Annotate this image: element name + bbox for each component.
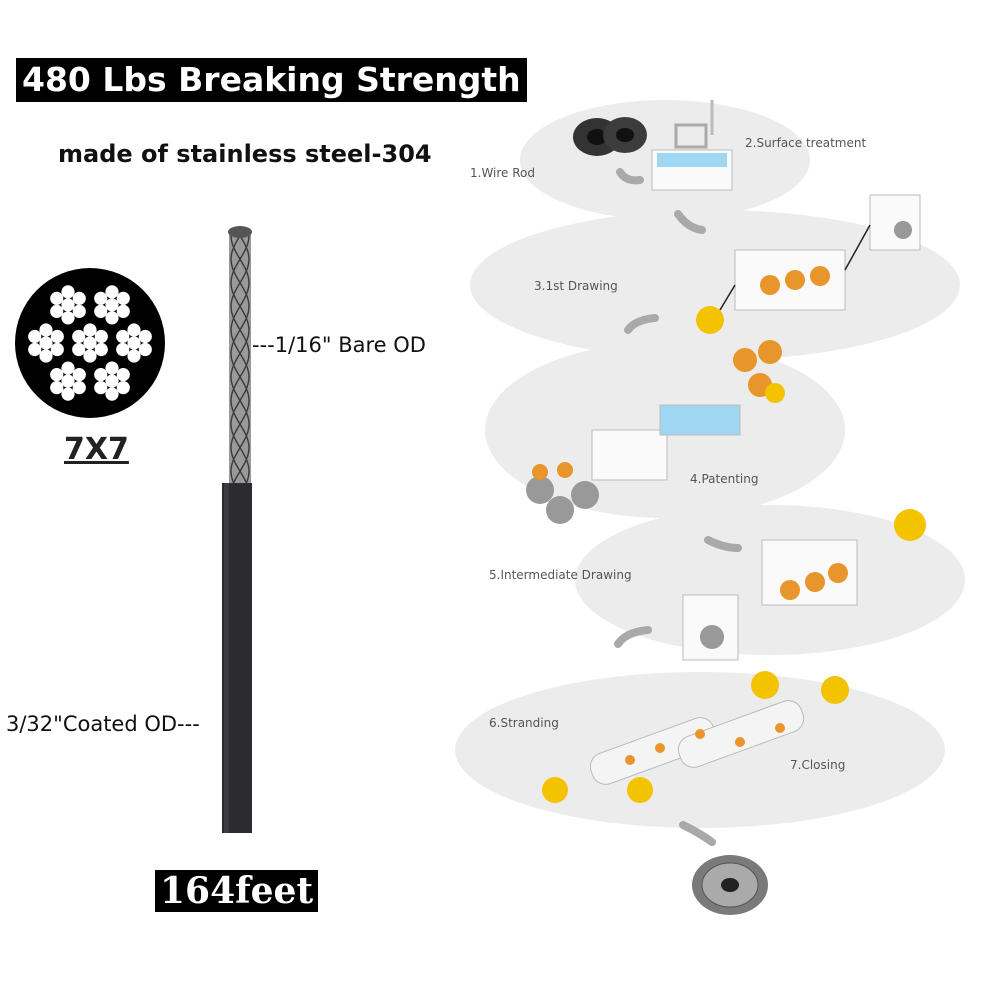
process-step-label: 1.Wire Rod [470,166,536,180]
wire-strand [61,311,75,325]
patenting-furnace-icon [526,340,785,524]
wire-strand [61,361,75,375]
flow-arrow-5 [614,626,652,648]
rope-strand-line [230,231,250,485]
process-step-label: 3.1st Drawing [534,279,618,293]
stage-bg-2 [470,210,960,360]
wire-strand [94,329,108,344]
rope-strand-line [230,231,250,485]
wire-strand [116,329,130,344]
stranding-closing-machine-icon [542,671,849,803]
cross-section-label: 7X7 [64,432,129,467]
wire-strand [116,342,130,357]
wire-strand [28,342,42,357]
breaking-strength-title: 480 Lbs Breaking Strength [16,58,527,102]
wire-strand [72,368,86,382]
wire-strand [94,381,108,395]
wire-strand [61,298,75,312]
bare-od-label: ---1/16" Bare OD [252,333,426,357]
wire-strand [94,342,108,357]
flow-arrow-4 [704,536,742,552]
first-drawing-machine-icon [696,194,921,334]
wire-strand [28,329,42,344]
wire-strand [116,381,130,395]
wire-strand [116,368,130,382]
wire-strand [105,285,119,299]
wire-strand [50,368,64,382]
wire-strand [105,374,119,388]
material-subtitle: made of stainless steel-304 [58,140,432,168]
wire-strand [105,361,119,375]
wire-strand [127,336,141,350]
process-step-label: 2.Surface treatment [745,136,867,150]
wire-strand [94,304,108,318]
wire-rod-coils-icon [573,117,647,156]
coated-cable-icon [222,483,252,833]
wire-strand [50,304,64,318]
process-step-label: 5.Intermediate Drawing [489,568,632,582]
surface-treatment-tank-icon [651,100,733,191]
wire-strand [39,323,53,337]
wire-strand [105,387,119,401]
wire-strand [61,285,75,299]
wire-strand [72,291,86,305]
wire-strand [50,329,64,344]
bare-wire-rope-icon [228,226,252,485]
process-step-label: 7.Closing [790,758,846,772]
wire-strand [94,368,108,382]
flow-arrow-1 [616,168,644,185]
flow-arrow-3 [624,314,659,334]
wire-strand [116,291,130,305]
wire-strand [50,381,64,395]
rope-strand-line [230,231,250,485]
wire-strand [39,336,53,350]
wire-strand [72,342,86,357]
cable-length-label: 164feet [155,870,319,912]
wire-strand [61,387,75,401]
wire-strand [72,381,86,395]
wire-strand [105,311,119,325]
wire-strand [72,329,86,344]
wire-strand [127,323,141,337]
wire-strand [50,291,64,305]
wire-strand [94,291,108,305]
wire-strand [138,342,152,357]
wire-strand [50,342,64,357]
wire-strand [105,298,119,312]
finished-cable-spool-icon [692,855,768,915]
coated-od-label: 3/32"Coated OD--- [6,712,200,736]
flow-arrows [614,168,742,846]
wire-strand [127,349,141,363]
wire-strand [61,374,75,388]
wire-strand [72,304,86,318]
wire-strand [83,323,97,337]
rope-strand-line [230,231,250,485]
wire-strand [83,349,97,363]
flow-arrow-6 [679,821,716,846]
wire-strand [83,336,97,350]
wire-strand [138,329,152,344]
seven-by-seven-cross-section-icon [15,268,165,418]
flow-arrow-2 [674,210,706,234]
process-step-label: 4.Patenting [690,472,759,486]
wire-strand [116,304,130,318]
process-step-label: 6.Stranding [489,716,559,730]
intermediate-drawing-machine-icon [682,509,926,661]
wire-strand [39,349,53,363]
